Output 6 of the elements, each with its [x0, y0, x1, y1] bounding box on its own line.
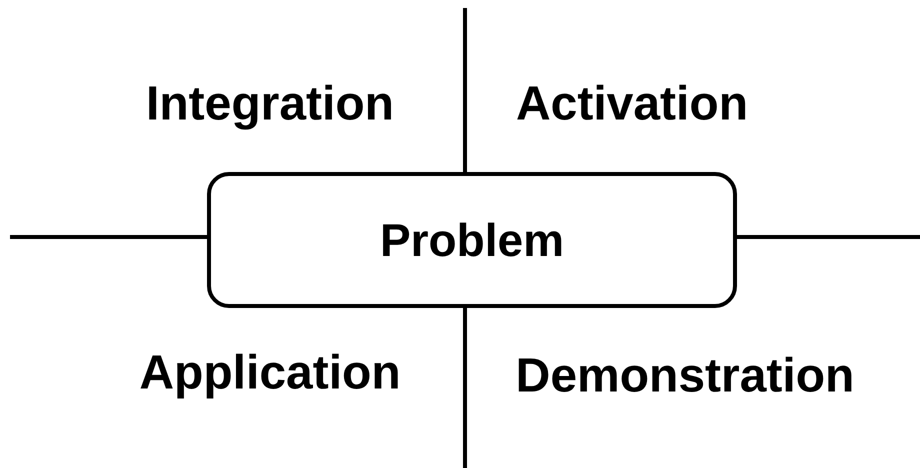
quadrant-label: Integration — [146, 76, 394, 132]
rounded-box — [207, 172, 737, 308]
node-label: Problem — [380, 213, 564, 267]
quadrant-label: Demonstration — [516, 348, 854, 404]
quadrant-label: Application — [139, 346, 401, 400]
quadrant-label: Activation — [516, 76, 748, 132]
